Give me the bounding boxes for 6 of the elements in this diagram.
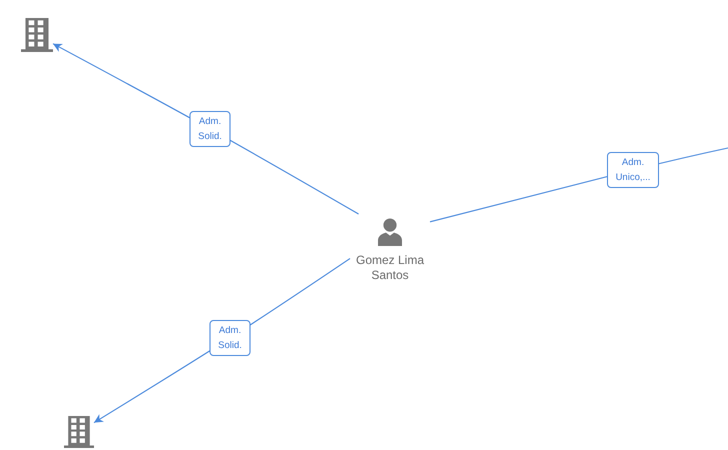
building-icon xyxy=(64,416,94,448)
edge-label: Adm. Solid. xyxy=(190,111,230,147)
edge-label: Adm. Unico,... xyxy=(607,152,659,188)
building-icon xyxy=(21,18,53,52)
person-name: Gomez Lima Santos xyxy=(354,253,426,283)
edge-label: Adm. Solid. xyxy=(210,320,250,356)
